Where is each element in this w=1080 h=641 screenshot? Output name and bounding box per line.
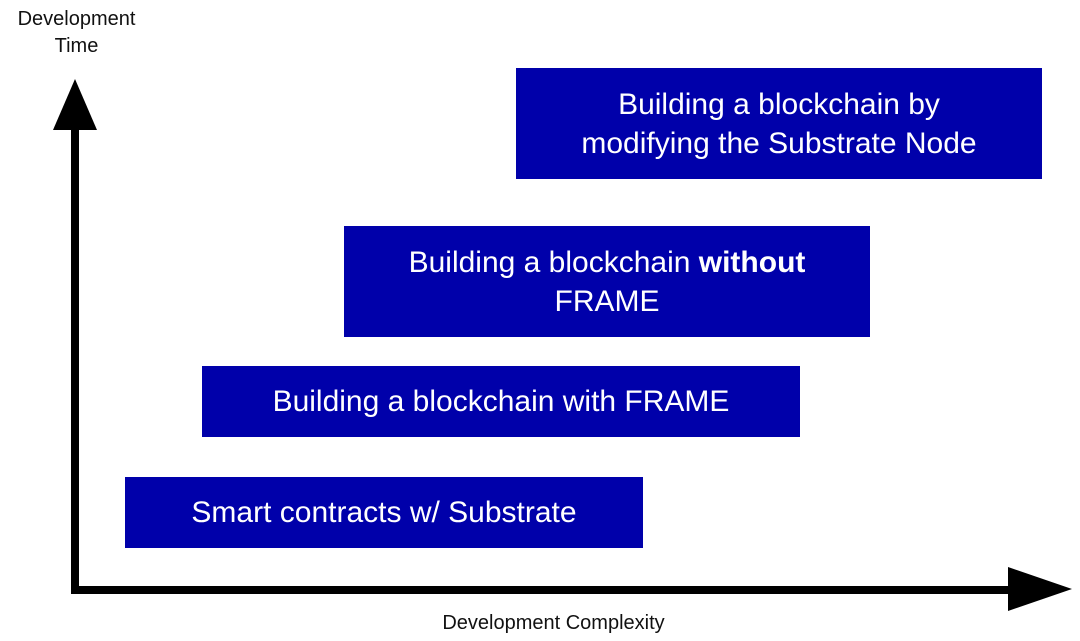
level-box-with-frame: Building a blockchain with FRAME [202, 366, 800, 437]
level-box-line1: Building a blockchain by [618, 87, 940, 121]
level-box-smart-contracts: Smart contracts w/ Substrate [125, 477, 643, 548]
y-axis-arrowhead [53, 79, 97, 130]
level-box-line1-prefix: Building a blockchain [408, 245, 699, 279]
level-box-text: Building a blockchain with FRAME [272, 385, 730, 418]
y-axis-label: Development Time [0, 6, 153, 60]
level-box-line1: Building a blockchain without [409, 243, 806, 282]
level-box-line2: FRAME [554, 284, 660, 318]
level-box-without-frame: Building a blockchain without FRAME [344, 226, 870, 337]
x-axis-arrowhead [1008, 567, 1072, 611]
x-axis-label: Development Complexity [442, 612, 665, 634]
level-box-modify-substrate-node: Building a blockchain by modifying the S… [516, 68, 1042, 179]
level-box-line1-emphasis: without [698, 245, 806, 279]
level-box-line2: modifying the Substrate Node [581, 126, 977, 160]
level-box-text: Smart contracts w/ Substrate [191, 496, 577, 529]
y-axis-label-line1: Development [17, 8, 136, 30]
y-axis-label-line2: Time [54, 35, 99, 57]
